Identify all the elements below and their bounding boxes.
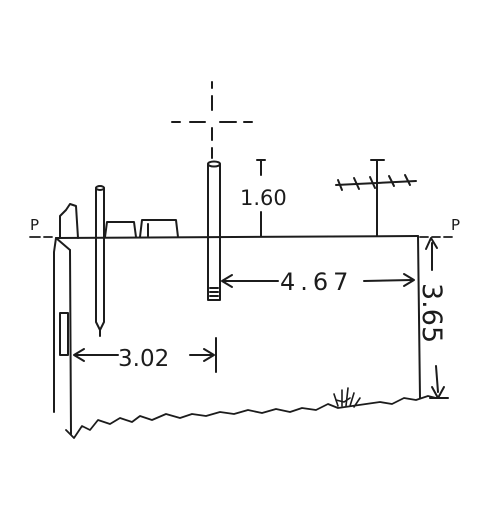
side-window xyxy=(59,312,69,356)
dim-label-center-to-edge: 4.67 xyxy=(280,268,353,296)
dim-label-rod-height: 1.60 xyxy=(240,186,287,210)
plane-label-right: P xyxy=(451,216,460,234)
dim-rod-height xyxy=(256,159,266,237)
dim-center-to-edge xyxy=(221,273,415,288)
crosshair-mark xyxy=(171,81,253,159)
grass-tuft xyxy=(333,387,361,408)
center-rod xyxy=(207,160,221,301)
dim-label-left-to-center: 3.02 xyxy=(118,346,169,372)
plane-label-left: P xyxy=(30,216,39,234)
building-outline xyxy=(53,203,421,435)
left-rod xyxy=(95,185,105,337)
dim-label-building-height: 3.65 xyxy=(416,283,447,343)
antenna xyxy=(335,159,417,237)
ground-line xyxy=(65,395,437,439)
roof-box xyxy=(104,219,179,238)
dim-left-to-center xyxy=(73,337,217,373)
